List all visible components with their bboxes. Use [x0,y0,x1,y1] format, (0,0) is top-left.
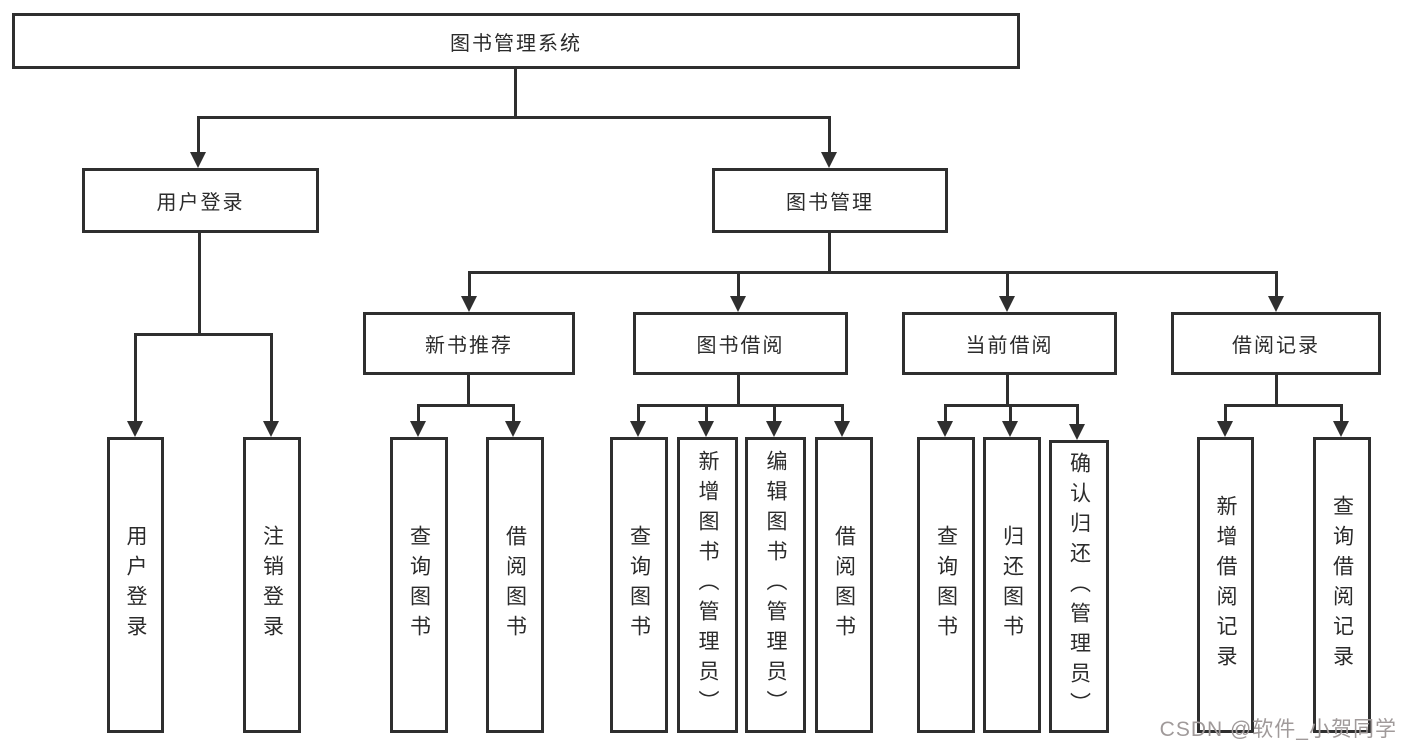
connector-drop-leaf [944,404,947,423]
leaf-edit-books-admin: 编辑图书（管理员） [745,437,806,733]
leaf-label: 新增借阅记录 [1214,495,1237,675]
connector-drop-leaf [512,404,515,423]
leaf-label: 借阅图书 [503,525,527,645]
node-user-login: 用户登录 [82,168,319,233]
node-book-mgmt: 图书管理 [712,168,948,233]
connector-drop-leaf [1009,404,1012,423]
leaf-return-books: 归还图书 [983,437,1041,733]
connector-drop-leaf [637,404,640,423]
arrow-down-icon [410,421,426,437]
connector-root-bus [197,116,831,119]
connector-drop-leaf [1076,404,1079,426]
connector-book-mgmt-bus [468,271,1278,274]
connector-user-login-bus [134,333,273,336]
connector-drop-leaf [417,404,420,423]
leaf-label: 用户登录 [124,525,147,645]
connector-drop-leaf [1224,404,1227,423]
node-book-borrow: 图书借阅 [633,312,848,375]
arrow-down-icon [766,421,782,437]
leaf-query-books: 查询图书 [917,437,975,733]
leaf-label: 查询图书 [407,525,431,645]
leaf-label: 注销登录 [260,525,284,645]
leaf-label: 查询借阅记录 [1330,495,1354,675]
arrow-down-icon [263,421,279,437]
csdn-watermark: CSDN @软件_小贺同学 [1159,718,1397,741]
node-label: 新书推荐 [425,335,513,357]
node-label: 当前借阅 [965,335,1054,357]
connector-drop-leaf [134,333,137,423]
connector-drop-leaf [705,404,708,423]
connector-root-stem [514,69,517,118]
connector-book-borrow-stem [737,375,740,406]
node-new-book-rec: 新书推荐 [363,312,575,375]
leaf-add-borrow-record: 新增借阅记录 [1197,437,1254,733]
leaf-query-borrow-record: 查询借阅记录 [1313,437,1371,733]
connector-drop-book-borrow [737,271,740,297]
connector-drop-borrow-records [1275,271,1278,297]
connector-user-login-stem [198,233,201,335]
leaf-label: 查询图书 [934,525,958,645]
node-library-system: 图书管理系统 [12,13,1020,69]
connector-borrow-records-stem [1275,375,1278,406]
arrow-down-icon [698,421,714,437]
arrow-down-icon [1069,424,1085,440]
arrow-down-icon [1333,421,1349,437]
arrow-down-icon [1217,421,1233,437]
leaf-logout: 注销登录 [243,437,301,733]
arrow-down-icon [461,296,477,312]
node-borrow-records: 借阅记录 [1171,312,1381,375]
connector-new-book-rec-stem [467,375,470,406]
node-label: 图书管理 [786,192,874,214]
arrow-down-icon [127,421,143,437]
connector-current-borrow-stem [1006,375,1009,406]
connector-drop-leaf [773,404,776,423]
connector-drop-leaf [841,404,844,423]
connector-drop-current-borrow [1006,271,1009,297]
connector-drop-user-login [197,116,200,154]
leaf-label: 新增图书（管理员） [696,450,719,720]
arrow-down-icon [1268,296,1284,312]
connector-new-book-rec-bus [417,404,515,407]
arrow-down-icon [821,152,837,168]
leaf-borrow-books: 借阅图书 [815,437,873,733]
connector-drop-leaf [1340,404,1343,423]
node-label: 用户登录 [156,192,245,214]
leaf-label: 编辑图书（管理员） [764,450,787,720]
arrow-down-icon [630,421,646,437]
connector-book-mgmt-stem [828,233,831,273]
arrow-down-icon [730,296,746,312]
leaf-label: 借阅图书 [832,525,856,645]
connector-book-borrow-bus [637,404,844,407]
arrow-down-icon [834,421,850,437]
leaf-label: 确认归还（管理员） [1067,451,1091,722]
leaf-label: 查询图书 [627,525,651,645]
leaf-query-books: 查询图书 [390,437,448,733]
node-label: 图书借阅 [696,335,785,357]
leaf-query-books: 查询图书 [610,437,668,733]
arrow-down-icon [999,296,1015,312]
node-label: 图书管理系统 [450,32,582,55]
node-current-borrow: 当前借阅 [902,312,1117,375]
leaf-borrow-books: 借阅图书 [486,437,544,733]
connector-borrow-records-bus [1224,404,1343,407]
leaf-add-books-admin: 新增图书（管理员） [677,437,738,733]
leaf-confirm-return-admin: 确认归还（管理员） [1049,440,1109,733]
arrow-down-icon [190,152,206,168]
connector-drop-book-mgmt [828,116,831,154]
connector-drop-new-book-rec [468,271,471,297]
node-label: 借阅记录 [1232,335,1320,357]
arrow-down-icon [937,421,953,437]
arrow-down-icon [1002,421,1018,437]
leaf-label: 归还图书 [1000,525,1024,645]
arrow-down-icon [505,421,521,437]
connector-drop-leaf [270,333,273,423]
leaf-user-login: 用户登录 [107,437,164,733]
